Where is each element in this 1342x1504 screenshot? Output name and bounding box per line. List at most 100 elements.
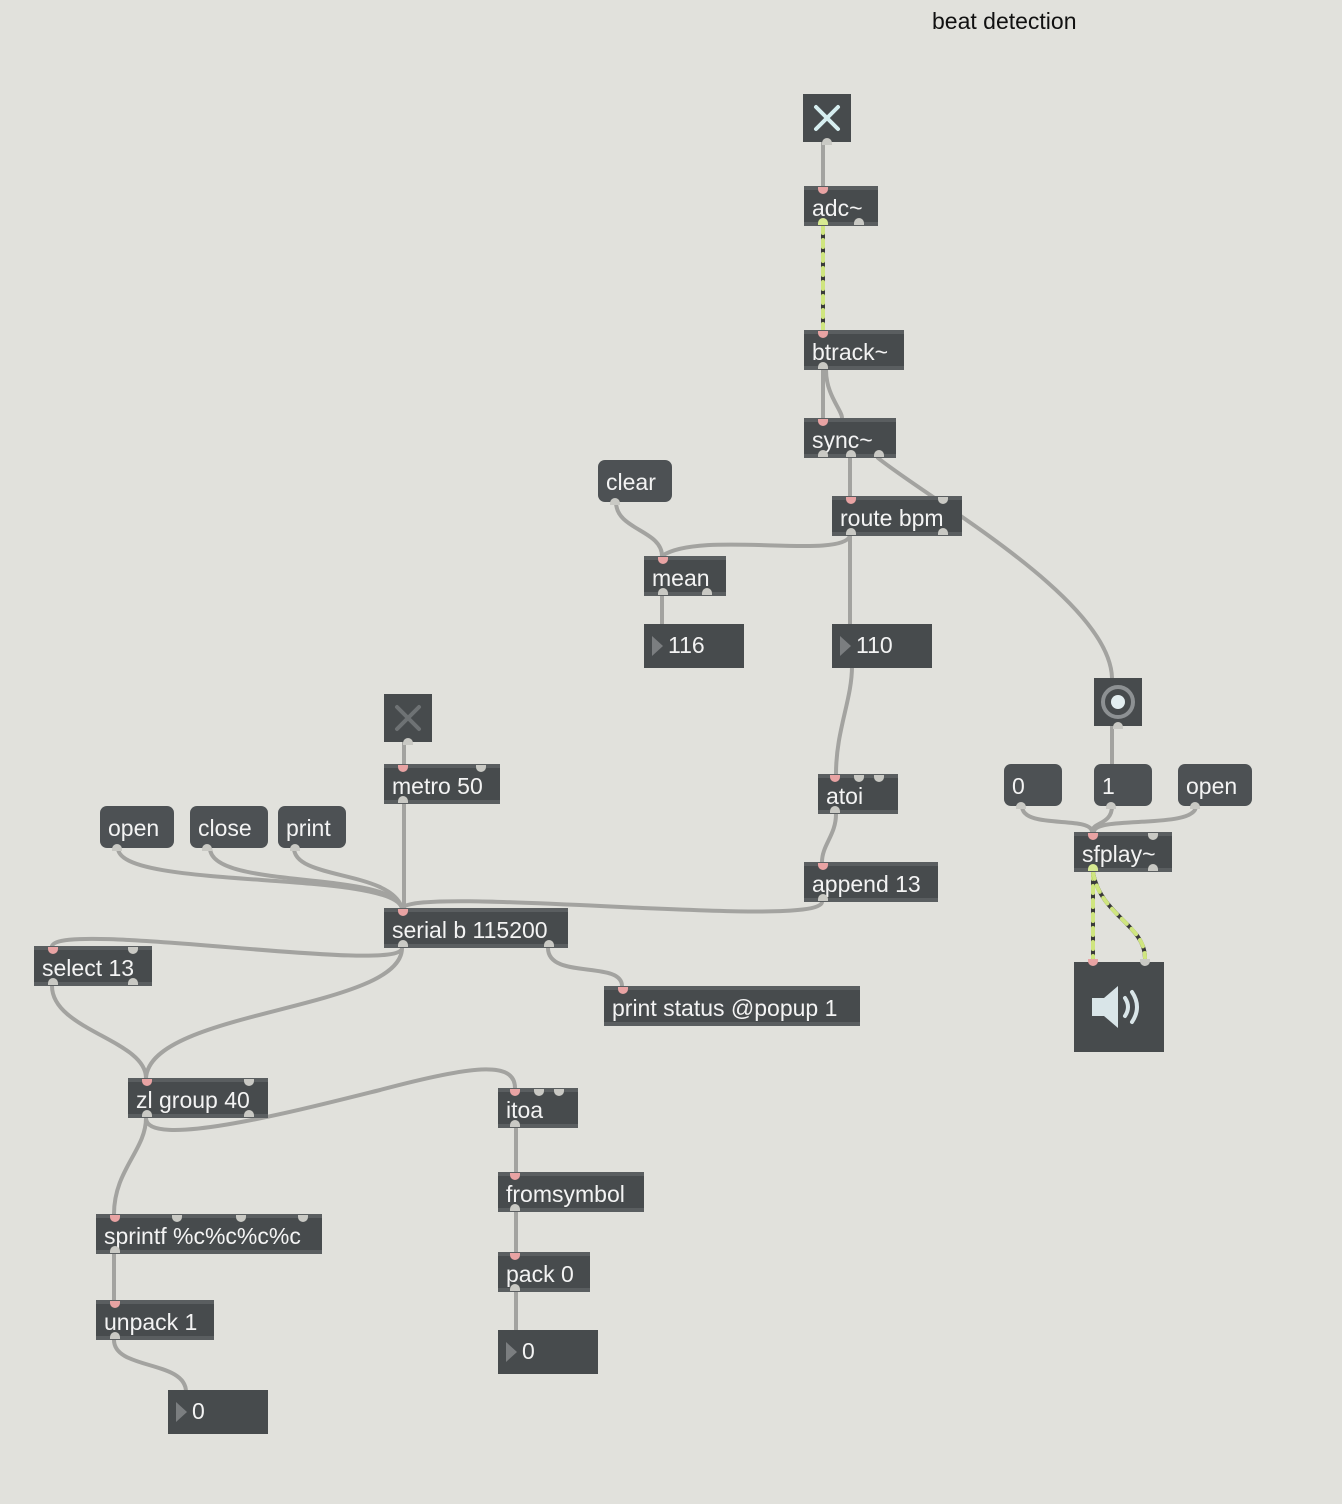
inlet[interactable] bbox=[172, 1215, 182, 1222]
close-serial-message[interactable]: close bbox=[190, 806, 268, 851]
inlet[interactable] bbox=[128, 947, 138, 954]
pack-object[interactable]: pack 0 bbox=[498, 1252, 590, 1292]
inlet[interactable] bbox=[236, 1215, 246, 1222]
itoa-object[interactable]: itoa bbox=[498, 1088, 578, 1128]
metro-toggle[interactable] bbox=[384, 694, 432, 745]
outlet[interactable] bbox=[290, 844, 300, 851]
inlet[interactable] bbox=[142, 1079, 152, 1086]
inlet[interactable] bbox=[1140, 959, 1150, 966]
one-message[interactable]: 1 bbox=[1094, 764, 1152, 809]
serial-object[interactable]: serial b 115200 bbox=[384, 908, 568, 948]
unpack-object[interactable]: unpack 1 bbox=[96, 1300, 214, 1340]
inlet[interactable] bbox=[1088, 959, 1098, 966]
inlet[interactable] bbox=[846, 497, 856, 504]
outlet[interactable] bbox=[142, 1110, 152, 1117]
outlet[interactable] bbox=[1016, 802, 1026, 809]
inlet[interactable] bbox=[1148, 833, 1158, 840]
outlet[interactable] bbox=[403, 738, 413, 745]
open-file-message[interactable]: open bbox=[1178, 764, 1252, 809]
outlet[interactable] bbox=[822, 138, 832, 145]
inlet[interactable] bbox=[510, 1253, 520, 1260]
clear-message[interactable]: clear bbox=[598, 460, 672, 505]
outlet[interactable] bbox=[1190, 802, 1200, 809]
btrack-object[interactable]: btrack~ bbox=[804, 330, 904, 370]
mean-object[interactable]: mean bbox=[644, 556, 726, 596]
outlet[interactable] bbox=[818, 218, 828, 225]
zero-message[interactable]: 0 bbox=[1004, 764, 1062, 809]
outlet[interactable] bbox=[398, 940, 408, 947]
outlet[interactable] bbox=[938, 528, 948, 535]
inlet[interactable] bbox=[110, 1301, 120, 1308]
outlet[interactable] bbox=[244, 1110, 254, 1117]
outlet[interactable] bbox=[818, 894, 828, 901]
sprintf-object[interactable]: sprintf %c%c%c%c bbox=[96, 1214, 322, 1254]
inlet[interactable] bbox=[398, 765, 408, 772]
inlet[interactable] bbox=[476, 765, 486, 772]
outlet[interactable] bbox=[510, 1120, 520, 1127]
select-object[interactable]: select 13 bbox=[34, 946, 152, 986]
append-object[interactable]: append 13 bbox=[804, 862, 938, 902]
inlet[interactable] bbox=[48, 947, 58, 954]
outlet[interactable] bbox=[846, 450, 856, 457]
inlet[interactable] bbox=[874, 775, 884, 782]
outlet[interactable] bbox=[510, 1204, 520, 1211]
outlet[interactable] bbox=[48, 978, 58, 985]
unpack-number-box[interactable]: 0 bbox=[168, 1390, 268, 1434]
open-serial-message[interactable]: open bbox=[100, 806, 174, 851]
inlet[interactable] bbox=[658, 557, 668, 564]
inlet[interactable] bbox=[554, 1089, 564, 1096]
print-serial-message[interactable]: print bbox=[278, 806, 346, 851]
outlet[interactable] bbox=[874, 450, 884, 457]
inlet[interactable] bbox=[110, 1215, 120, 1222]
inlet[interactable] bbox=[510, 1173, 520, 1180]
mean-number-box[interactable]: 116 bbox=[644, 624, 744, 668]
outlet[interactable] bbox=[1088, 864, 1098, 871]
inlet[interactable] bbox=[854, 775, 864, 782]
ezdac-speaker[interactable] bbox=[1074, 959, 1164, 1052]
outlet[interactable] bbox=[112, 844, 122, 851]
outlet[interactable] bbox=[830, 806, 840, 813]
inlet[interactable] bbox=[398, 909, 408, 916]
outlet[interactable] bbox=[818, 362, 828, 369]
outlet[interactable] bbox=[702, 588, 712, 595]
print-status-object[interactable]: print status @popup 1 bbox=[604, 986, 860, 1026]
adc-toggle[interactable] bbox=[803, 94, 851, 145]
adc-object[interactable]: adc~ bbox=[804, 186, 878, 226]
inlet[interactable] bbox=[818, 331, 828, 338]
inlet[interactable] bbox=[818, 863, 828, 870]
outlet[interactable] bbox=[846, 528, 856, 535]
outlet[interactable] bbox=[544, 940, 554, 947]
metro-object[interactable]: metro 50 bbox=[384, 764, 500, 804]
outlet[interactable] bbox=[110, 1332, 120, 1339]
bang-button[interactable] bbox=[1094, 678, 1142, 729]
inlet[interactable] bbox=[818, 187, 828, 194]
outlet[interactable] bbox=[202, 844, 212, 851]
outlet[interactable] bbox=[128, 978, 138, 985]
inlet[interactable] bbox=[298, 1215, 308, 1222]
inlet[interactable] bbox=[244, 1079, 254, 1086]
inlet[interactable] bbox=[830, 775, 840, 782]
inlet[interactable] bbox=[618, 987, 628, 994]
outlet[interactable] bbox=[110, 1246, 120, 1253]
outlet[interactable] bbox=[818, 450, 828, 457]
inlet[interactable] bbox=[510, 1089, 520, 1096]
inlet[interactable] bbox=[534, 1089, 544, 1096]
outlet[interactable] bbox=[398, 796, 408, 803]
sfplay-object[interactable]: sfplay~ bbox=[1074, 832, 1172, 872]
inlet[interactable] bbox=[818, 419, 828, 426]
inlet[interactable] bbox=[1088, 833, 1098, 840]
outlet[interactable] bbox=[1148, 864, 1158, 871]
pack-number-box[interactable]: 0 bbox=[498, 1330, 598, 1374]
route-bpm-object[interactable]: route bpm bbox=[832, 496, 962, 536]
sync-object[interactable]: sync~ bbox=[804, 418, 896, 458]
outlet[interactable] bbox=[510, 1284, 520, 1291]
outlet[interactable] bbox=[1106, 802, 1116, 809]
outlet[interactable] bbox=[854, 218, 864, 225]
inlet[interactable] bbox=[938, 497, 948, 504]
atoi-object[interactable]: atoi bbox=[818, 774, 898, 814]
outlet[interactable] bbox=[610, 498, 620, 505]
outlet[interactable] bbox=[658, 588, 668, 595]
outlet[interactable] bbox=[1113, 722, 1123, 729]
zl-group-object[interactable]: zl group 40 bbox=[128, 1078, 268, 1118]
